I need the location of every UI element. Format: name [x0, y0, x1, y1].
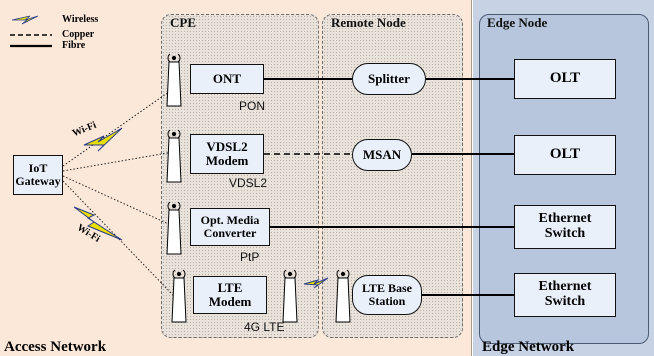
ethernet-switch-box-1: Ethernet Switch — [514, 205, 616, 249]
ethernet-switch-2-line1: Ethernet — [538, 279, 592, 295]
lte-base-station-line2: Station — [368, 294, 406, 308]
lte-bolt — [303, 277, 329, 289]
olt-1-label: OLT — [549, 70, 581, 87]
media-converter-line1: Opt. Media — [200, 213, 260, 228]
splitter-node: Splitter — [352, 63, 426, 95]
edge-network-label: Edge Network — [482, 339, 575, 355]
lte-modem-box: LTE Modem — [193, 276, 267, 314]
lte-modem-line1: LTE — [217, 280, 243, 296]
lte-base-station-line1: LTE Base — [362, 281, 412, 296]
olt-box-1: OLT — [514, 59, 616, 99]
legend-fibre-label: Fibre — [62, 40, 86, 51]
iot-gateway-line1: IoT — [28, 161, 48, 176]
olt-2-label: OLT — [549, 146, 581, 163]
lte-modem-line2: Modem — [208, 294, 252, 309]
ethernet-switch-box-2: Ethernet Switch — [514, 273, 616, 317]
legend-copper-label: Copper — [62, 29, 95, 40]
ethernet-switch-2-line2: Switch — [544, 294, 586, 309]
vdsl2-modem-line1: VDSL2 — [206, 139, 248, 155]
media-converter-line2: Converter — [203, 226, 257, 240]
vdsl2-label: VDSL2 — [229, 176, 268, 190]
wifi-bolt-upper — [83, 127, 123, 152]
edge-node-title: Edge Node — [487, 15, 548, 30]
ethernet-switch-1-line1: Ethernet — [538, 211, 592, 227]
pon-label: PON — [239, 99, 266, 113]
lte-base-station-node: LTE Base Station — [352, 275, 422, 315]
splitter-label: Splitter — [368, 71, 410, 87]
remote-node-title: Remote Node — [331, 15, 406, 30]
cpe-title: CPE — [170, 15, 196, 30]
antenna-icons — [166, 53, 351, 323]
iot-gateway: IoT Gateway — [13, 155, 63, 195]
access-network-label: Access Network — [4, 339, 107, 355]
ont-label: ONT — [212, 71, 242, 87]
msan-label: MSAN — [362, 147, 402, 163]
wifi-bolt-lower — [73, 206, 123, 241]
legend-wireless-label: Wireless — [62, 14, 99, 25]
legend-wireless-icon — [11, 15, 39, 25]
ont-box: ONT — [190, 64, 264, 94]
olt-box-2: OLT — [514, 135, 616, 175]
ethernet-switch-1-line2: Switch — [544, 226, 586, 241]
msan-node: MSAN — [352, 139, 412, 171]
media-converter-box: Opt. Media Converter — [190, 208, 270, 246]
wifi-dotted-links — [62, 88, 174, 296]
vdsl2-modem-line2: Modem — [205, 153, 249, 168]
iot-gateway-line2: Gateway — [15, 174, 61, 188]
ptp-label: PtP — [240, 250, 260, 264]
vdsl2-modem-box: VDSL2 Modem — [190, 134, 264, 174]
4g-lte-label: 4G LTE — [244, 320, 285, 334]
